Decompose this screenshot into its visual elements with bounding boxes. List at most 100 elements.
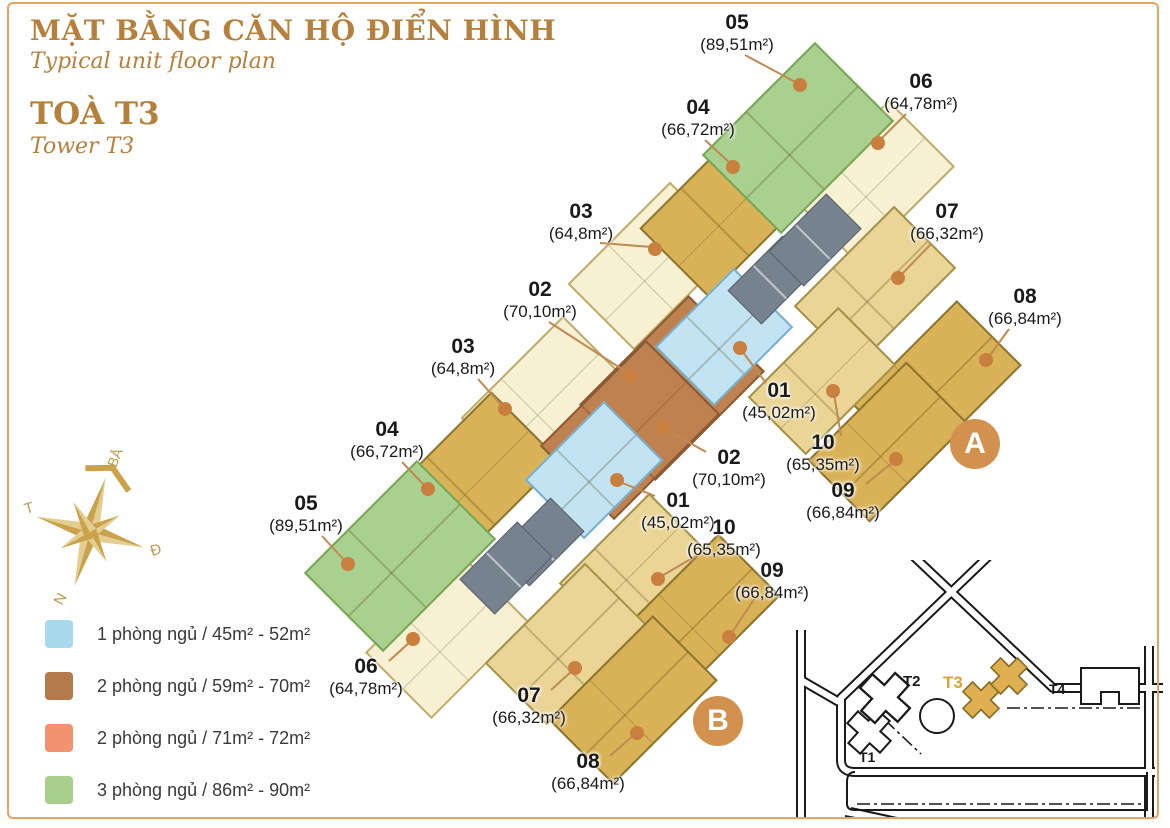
unit-area: (66,72m²) [350,442,424,462]
unit-marker-dot [651,572,665,586]
tower-subtitle: Tower T3 [30,134,135,159]
unit-marker-dot [630,726,644,740]
unit-label-B08: 08(66,84m²) [551,750,625,794]
unit-label-A05: 05(89,51m²) [700,11,774,55]
unit-area: (66,84m²) [988,309,1062,329]
unit-number: 04 [686,96,710,120]
unit-area: (66,32m²) [910,224,984,244]
unit-marker-dot [498,402,512,416]
unit-label-B04: 04(66,72m²) [350,418,424,462]
legend-item: 2 phòng ngủ / 59m² - 70m² [45,672,310,700]
unit-label-A04: 04(66,72m²) [661,96,735,140]
page-title: MẶT BẰNG CĂN HỘ ĐIỂN HÌNH [30,14,557,47]
unit-label-B10: 10(65,35m²) [687,516,761,560]
unit-label-A06: 06(64,78m²) [884,70,958,114]
unit-marker-dot [889,452,903,466]
unit-area: (70,10m²) [503,302,577,322]
site-location-map: T1 T2 T3 T4 [796,560,1163,818]
unit-label-B01: 01(45,02m²) [641,489,715,533]
unit-label-A01: 01(45,02m²) [742,379,816,423]
unit-label-A10: 10(65,35m²) [786,431,860,475]
unit-area: (64,8m²) [548,224,614,244]
unit-label-A03: 03(64,8m²) [549,200,613,244]
unit-number: 08 [1013,285,1037,309]
unit-marker-dot [891,271,905,285]
unit-number: 02 [717,446,741,470]
legend-item: 1 phòng ngủ / 45m² - 52m² [45,620,310,648]
legend-swatch [45,776,73,804]
sitemap-label-T1: T1 [859,749,876,765]
unit-label-B05: 05(89,51m²) [269,492,343,536]
unit-marker-dot [406,632,420,646]
sitemap-roads [796,560,1163,818]
wing-badge-B: B [693,696,743,746]
compass-east-label: Đ [148,540,163,559]
unit-label-B03: 03(64,8m²) [431,335,495,379]
page-subtitle: Typical unit floor plan [30,49,276,74]
unit-number: 07 [517,684,541,708]
unit-number: 10 [712,516,736,540]
header: MẶT BẰNG CĂN HỘ ĐIỂN HÌNH Typical unit f… [30,14,556,159]
legend-swatch [45,620,73,648]
unit-marker-dot [610,473,624,487]
unit-number: 06 [909,70,933,94]
unit-number: 08 [576,750,600,774]
unit-number: 07 [935,200,959,224]
unit-marker-dot [733,341,747,355]
unit-number: 03 [569,200,593,224]
unit-label-B02: 02(70,10m²) [692,446,766,490]
unit-area: (45,02m²) [641,513,715,533]
unit-number: 01 [666,489,690,513]
unit-marker-dot [623,369,637,383]
unit-area: (89,51m²) [269,516,343,536]
tower-title: TOÀ T3 [30,96,160,132]
unit-area: (65,35m²) [786,455,860,475]
unit-area: (89,51m²) [700,35,774,55]
unit-label-B07: 07(66,32m²) [492,684,566,728]
unit-number: 03 [451,335,475,359]
unit-marker-dot [871,136,885,150]
unit-area: (66,72m²) [661,120,735,140]
legend-label: 3 phòng ngủ / 86m² - 90m² [97,779,311,800]
unit-number: 06 [354,655,378,679]
legend: 1 phòng ngủ / 45m² - 52m² 2 phòng ngủ / 5… [45,620,310,828]
unit-area: (66,32m²) [492,708,566,728]
unit-label-B06: 06(64,78m²) [329,655,403,699]
unit-marker-dot [979,353,993,367]
legend-swatch [45,672,73,700]
compass-rose-icon: BẮC T Đ N [22,450,163,608]
legend-label: 2 phòng ngủ / 71m² - 72m² [97,727,311,748]
sitemap-label-T3: T3 [943,673,963,692]
unit-marker-dot [648,242,662,256]
tower-t4-footprint [1080,667,1140,705]
unit-marker-dot [826,384,840,398]
unit-number: 02 [528,278,552,302]
unit-area: (64,78m²) [329,679,403,699]
unit-area: (45,02m²) [742,403,816,423]
unit-marker-dot [656,420,670,434]
unit-area: (70,10m²) [692,470,766,490]
tower-t2-footprint [858,671,912,725]
compass-south-label: N [51,590,71,608]
unit-marker-dot [793,78,807,92]
unit-marker-dot [421,482,435,496]
sitemap-label-T4: T4 [1049,681,1066,697]
legend-swatch [45,724,73,752]
sitemap-buildings [845,656,1140,756]
sitemap-label-T2: T2 [903,673,921,690]
legend-item: 3 phòng ngủ / 86m² - 90m² [45,776,310,804]
unit-area: (64,78m²) [884,94,958,114]
unit-area: (64,8m²) [430,359,496,379]
compass-west-label: T [22,499,36,518]
unit-number: 01 [767,379,791,403]
legend-label: 1 phòng ngủ / 45m² - 52m² [97,623,311,644]
unit-number: 04 [375,418,399,442]
unit-number: 05 [294,492,318,516]
unit-label-A08: 08(66,84m²) [988,285,1062,329]
unit-label-A09: 09(66,84m²) [806,479,880,523]
unit-marker-dot [726,160,740,174]
unit-number: 09 [831,479,855,503]
legend-item: 2 phòng ngủ / 71m² - 72m² [45,724,310,752]
unit-label-A02: 02(70,10m²) [503,278,577,322]
unit-area: (66,84m²) [551,774,625,794]
